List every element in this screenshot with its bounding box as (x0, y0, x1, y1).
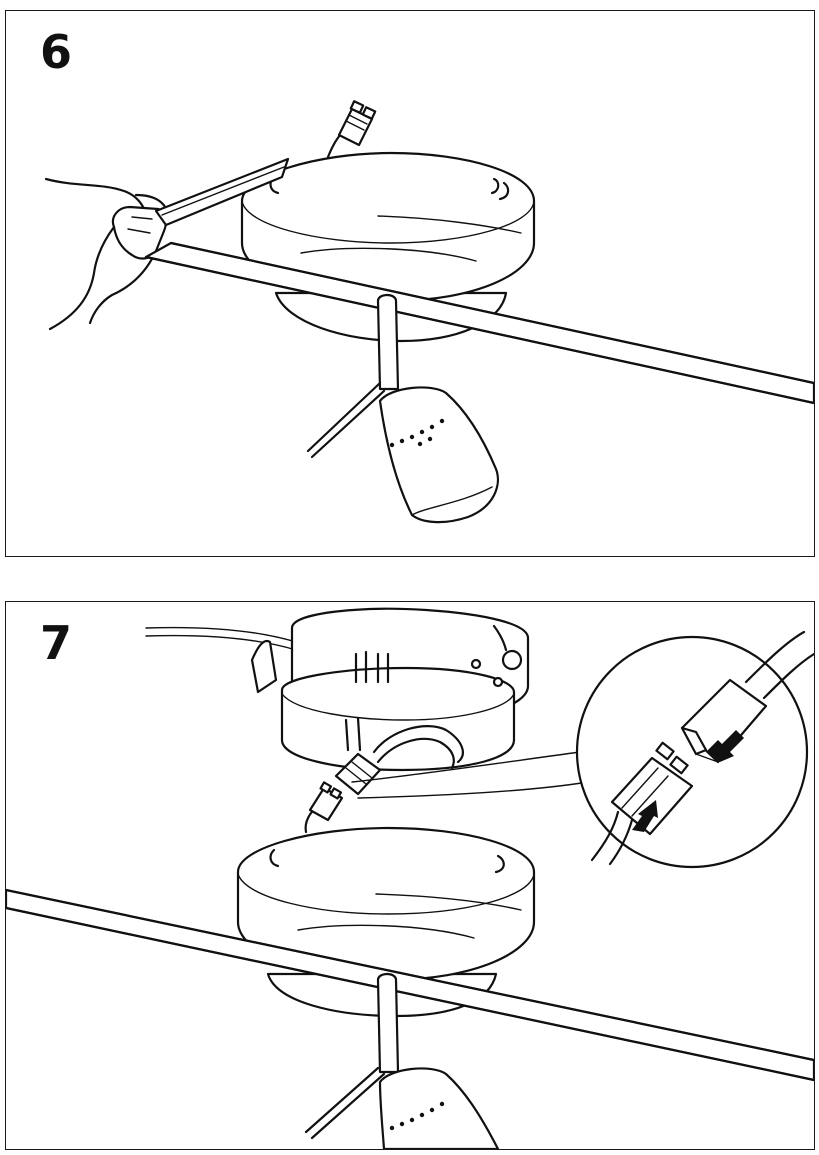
magnified-detail-icon (351, 630, 814, 869)
step-6-illustration (44, 100, 814, 524)
track-rail-icon (6, 888, 814, 1082)
step-number: 7 (40, 616, 73, 670)
step-6-panel: 6 (5, 10, 815, 557)
connector-plug-icon (326, 100, 377, 159)
knife-icon (154, 157, 290, 227)
hand-icon (44, 177, 170, 331)
step-7-panel: 7 (5, 601, 815, 1150)
track-rail-icon (144, 241, 814, 405)
push-arrow-icon (632, 730, 744, 832)
spotlight-icon (304, 972, 500, 1149)
step-7-illustration (6, 607, 814, 1149)
step-number: 6 (40, 25, 73, 79)
spotlight-icon (306, 293, 499, 524)
ceiling-canopy-icon (250, 607, 530, 772)
connector-plug-icon (304, 716, 464, 834)
